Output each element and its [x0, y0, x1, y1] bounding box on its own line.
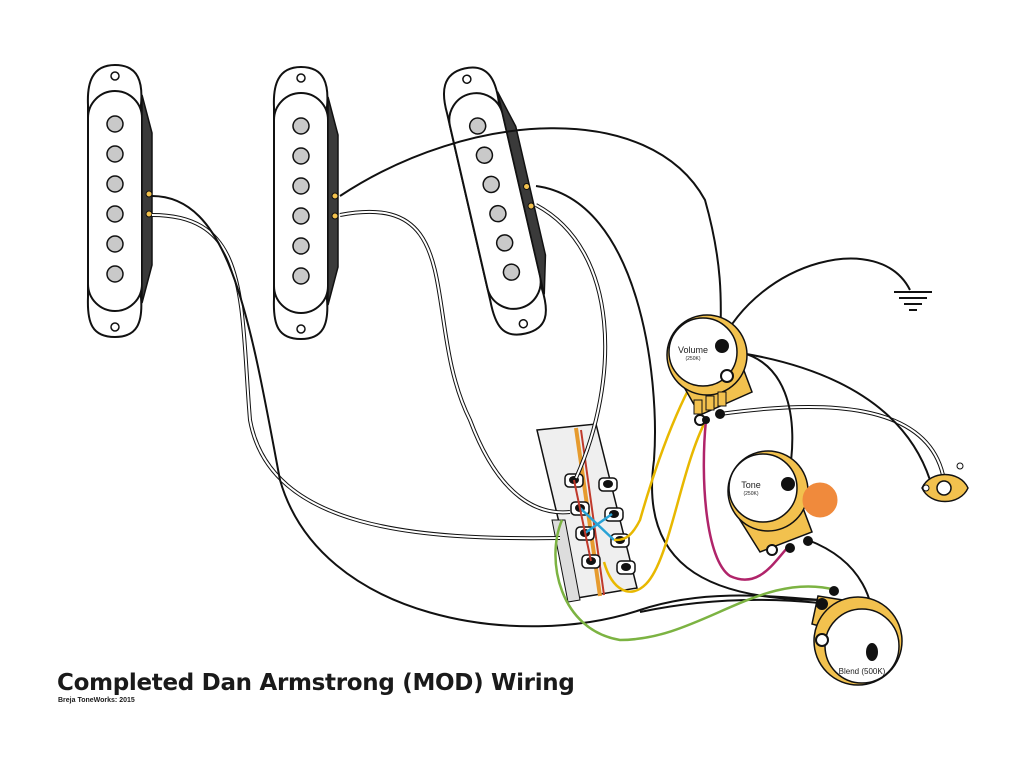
- tone-label: Tone: [741, 480, 761, 490]
- tone-pot: Tone (250K): [727, 450, 813, 556]
- colored-wires: [554, 344, 837, 642]
- white-wires: [151, 203, 946, 541]
- tone-lugs: [766, 536, 813, 556]
- bridge-pickup: [436, 59, 563, 341]
- capacitor-icon: [802, 482, 838, 518]
- blend-label: Blend (500K): [839, 667, 886, 676]
- ground-icon: [894, 291, 932, 311]
- blend-pot: Blend (500K): [811, 586, 903, 686]
- neck-pickup: [86, 64, 153, 338]
- volume-lugs: [693, 391, 727, 426]
- blend-lugs: [815, 586, 839, 647]
- middle-pickup: [272, 66, 339, 340]
- diagram-credit: Breja ToneWorks: 2015: [58, 697, 135, 704]
- diagram-title: Completed Dan Armstrong (MOD) Wiring: [57, 670, 575, 696]
- tone-value: (250K): [743, 491, 758, 497]
- volume-value: (250K): [685, 356, 700, 362]
- volume-pot: Volume (250K): [666, 314, 753, 426]
- output-jack: [921, 462, 969, 503]
- volume-label: Volume: [678, 345, 708, 355]
